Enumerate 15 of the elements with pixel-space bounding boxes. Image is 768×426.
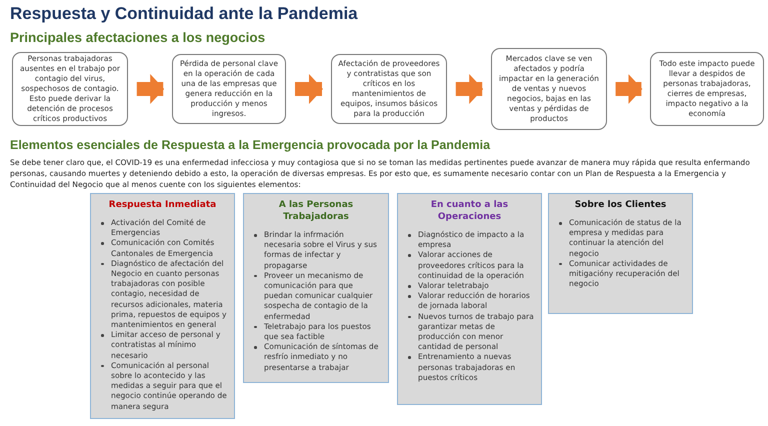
info-card	[397, 193, 542, 405]
card-heading: A las Personas Trabajadoras	[278, 199, 354, 223]
info-card	[548, 193, 693, 314]
card-heading: Sobre los Clientes	[574, 199, 668, 211]
info-card	[243, 193, 389, 383]
card-heading: Respuesta Inmediata	[108, 199, 218, 211]
arrow	[295, 74, 323, 104]
section-heading: Principales afectaciones a los negocios	[10, 30, 266, 45]
arrow	[136, 74, 164, 104]
card-heading: En cuanto a las Operaciones	[430, 199, 510, 223]
arrow	[616, 74, 642, 104]
section-heading: Elementos esenciales de Respuesta a la Emergencia provocada por la Pandemia	[10, 138, 490, 152]
arrow	[456, 74, 484, 104]
info-card	[90, 193, 235, 419]
page-title: Respuesta y Continuidad ante la Pandemia	[10, 4, 358, 24]
